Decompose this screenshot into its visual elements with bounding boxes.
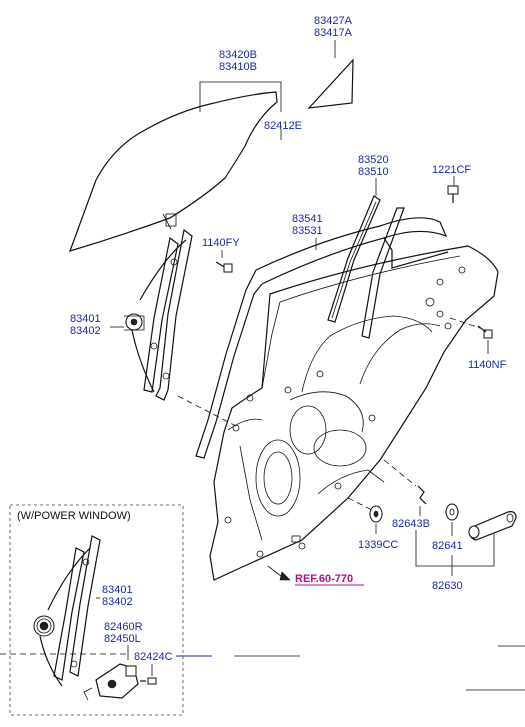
label-channel: 83520 83510 xyxy=(358,154,389,178)
label-1339cc: 1339CC xyxy=(358,539,398,551)
door-inner-panel[interactable] xyxy=(209,245,499,581)
label-82450l: 82450L xyxy=(104,633,141,645)
window-crank-handle[interactable] xyxy=(468,511,517,541)
screw-1221cf[interactable] xyxy=(447,185,459,203)
label-83427a: 83427A xyxy=(314,15,353,27)
label-83531: 83531 xyxy=(292,225,323,237)
label-quarter-glass: 83427A 83417A xyxy=(314,15,353,39)
label-82424c: 82424C xyxy=(134,651,173,663)
label-83410b: 83410B xyxy=(219,61,257,73)
door-weatherstrip[interactable] xyxy=(195,217,449,459)
grommet-1339cc[interactable] xyxy=(369,505,383,523)
connector-82424c[interactable] xyxy=(140,677,157,685)
label-motor: 82460R 82450L xyxy=(104,621,143,645)
label-1140fy: 1140FY xyxy=(202,237,240,249)
label-1140nf: 1140NF xyxy=(468,359,507,371)
label-weatherstrip: 83541 83531 xyxy=(292,213,323,237)
washer-82641[interactable] xyxy=(445,503,459,521)
label-82641: 82641 xyxy=(432,540,463,552)
bolt-1140fy[interactable] xyxy=(215,261,233,273)
rear-glass-channel[interactable] xyxy=(327,195,405,339)
label-83401: 83401 xyxy=(70,313,101,325)
label-regulator-manual: 83401 83402 xyxy=(70,313,101,337)
label-door-glass: 83420B 83410B xyxy=(219,49,257,73)
label-83420b: 83420B xyxy=(219,49,257,61)
power-window-box xyxy=(9,504,184,716)
label-83520: 83520 xyxy=(358,154,389,166)
window-regulator-manual[interactable] xyxy=(124,228,193,401)
label-82630: 82630 xyxy=(432,580,463,592)
label-power-83401: 83401 xyxy=(102,584,133,596)
label-82412e: 82412E xyxy=(264,120,302,132)
bolt-1140nf[interactable] xyxy=(477,325,493,339)
door-glass[interactable] xyxy=(69,91,278,252)
window-motor[interactable] xyxy=(83,663,139,701)
label-82460r: 82460R xyxy=(104,621,143,633)
label-83402: 83402 xyxy=(70,325,101,337)
reference-60-770[interactable]: REF.60-770 xyxy=(295,573,353,585)
label-83510: 83510 xyxy=(358,166,389,178)
label-83541: 83541 xyxy=(292,213,323,225)
label-83417a: 83417A xyxy=(314,27,353,39)
power-window-box-title: (W/POWER WINDOW) xyxy=(17,510,131,522)
label-82643b: 82643B xyxy=(392,518,430,530)
quarter-glass[interactable] xyxy=(307,58,354,109)
window-regulator-power[interactable] xyxy=(33,535,101,687)
label-1221cf: 1221CF xyxy=(432,164,471,176)
label-regulator-power: 83401 83402 xyxy=(102,584,133,608)
clip-82643b[interactable] xyxy=(417,485,427,505)
label-power-83402: 83402 xyxy=(102,596,133,608)
